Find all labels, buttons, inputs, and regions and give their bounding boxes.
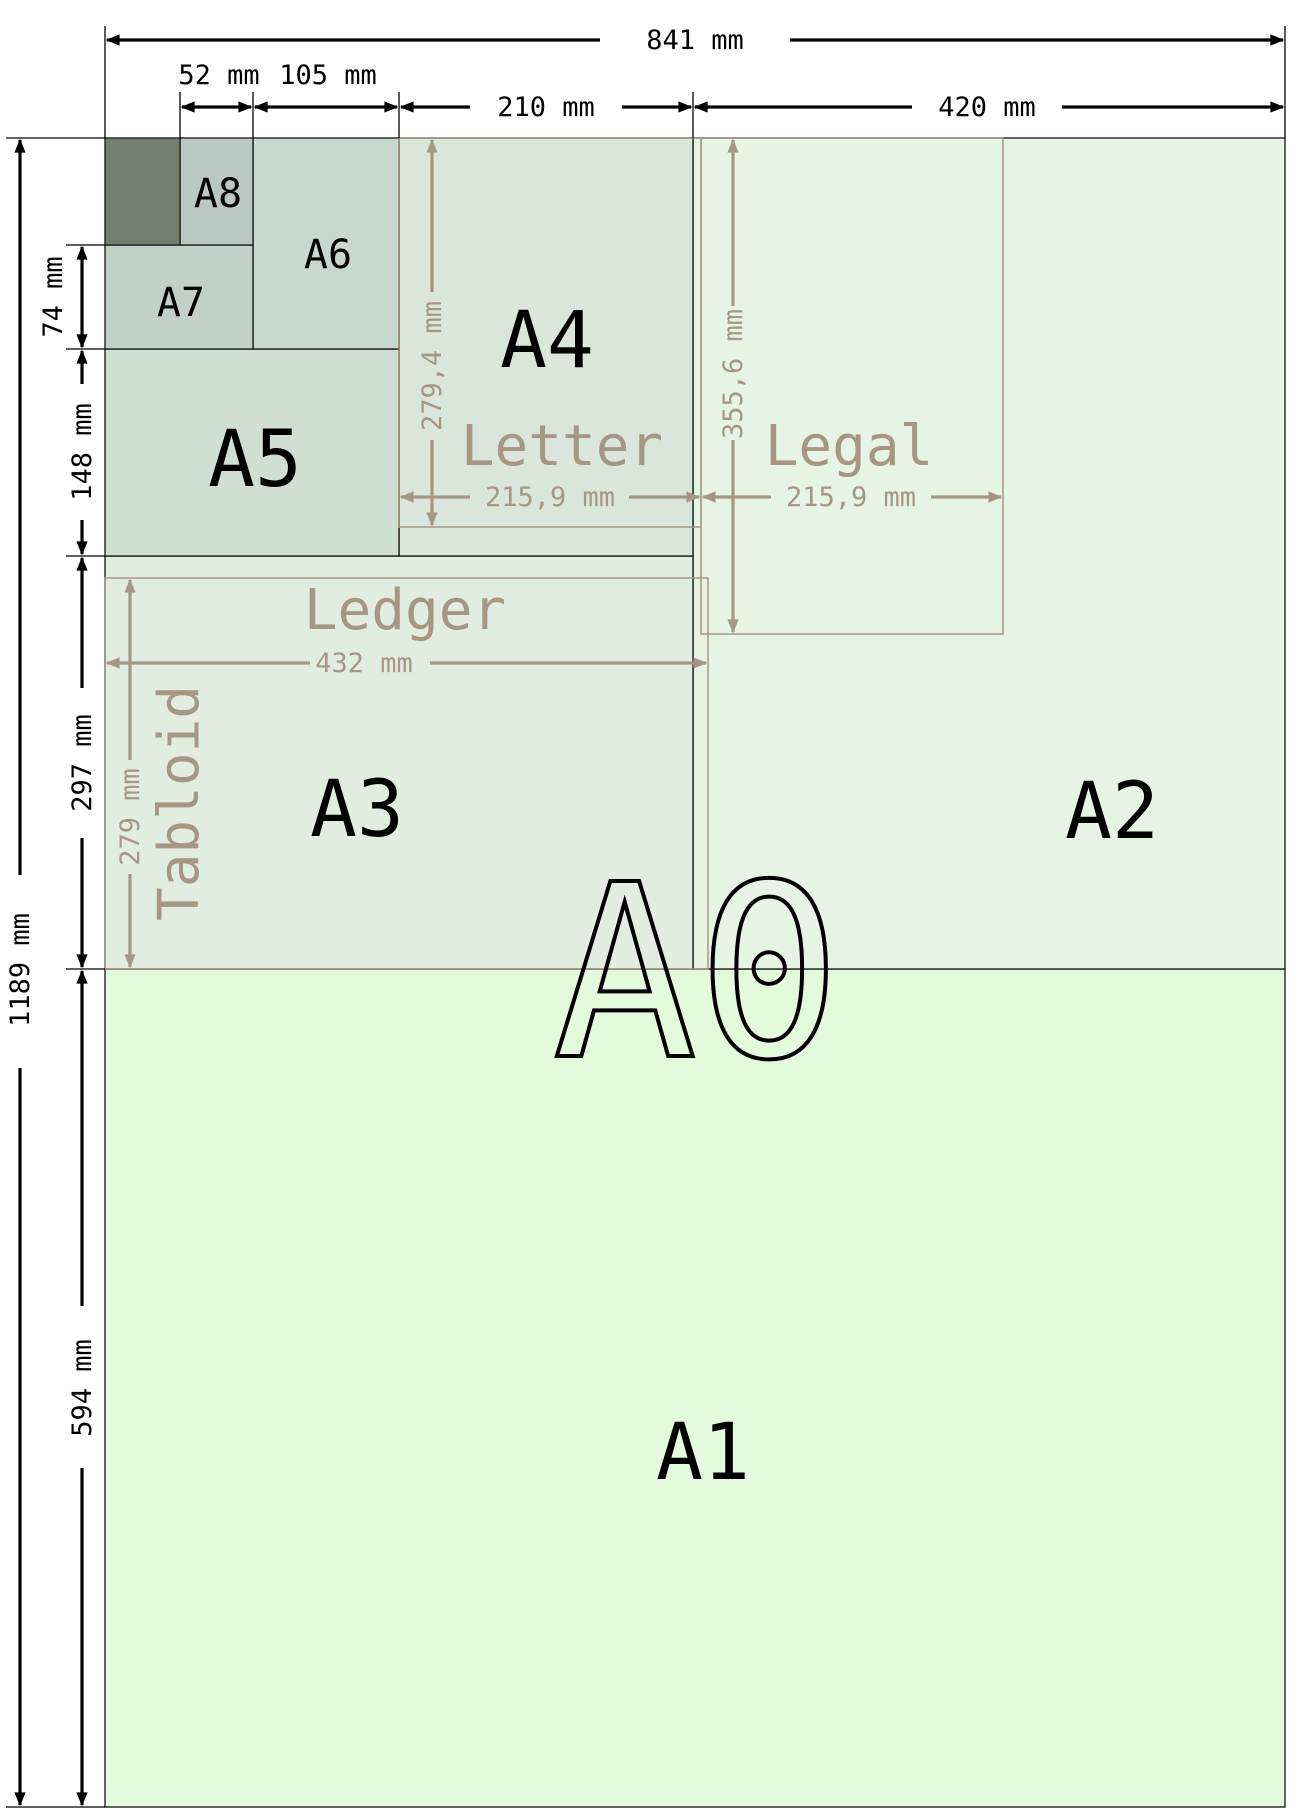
a4-label: A4 — [500, 296, 594, 386]
height-594-text: 594 mm — [67, 1339, 98, 1437]
ledger-label: Ledger — [304, 578, 506, 643]
legal-width-text: 215,9 mm — [786, 482, 916, 513]
letter-label: Letter — [461, 414, 663, 479]
a6-label: A6 — [304, 232, 352, 278]
a2-sheet — [692, 137, 1286, 970]
legal-label: Legal — [765, 414, 934, 479]
a1-sheet — [104, 968, 1286, 1808]
height-74-text: 74 mm — [38, 256, 69, 337]
height-297-text: 297 mm — [67, 714, 98, 812]
width-841-text: 841 mm — [646, 25, 744, 56]
a8-label: A8 — [194, 171, 242, 217]
a5-label: A5 — [208, 415, 302, 505]
ledger-tabloid-outline — [104, 577, 709, 970]
tabloid-label: Tabloid — [147, 685, 212, 921]
a9-sheet — [104, 137, 181, 246]
height-1189-text: 1189 mm — [5, 913, 36, 1027]
width-420-text: 420 mm — [938, 92, 1036, 123]
letter-height-text: 279,4 mm — [417, 301, 448, 431]
ledger-width-text: 432 mm — [315, 648, 413, 679]
width-52-text: 52 mm — [178, 60, 259, 91]
a7-sheet — [104, 244, 254, 350]
a7-label: A7 — [157, 280, 205, 326]
a6-sheet — [252, 137, 400, 350]
width-105-text: 105 mm — [279, 60, 377, 91]
a1-label: A1 — [656, 1408, 750, 1498]
a0-label: A0 — [553, 833, 842, 1113]
legal-height-text: 355,6 mm — [718, 309, 749, 439]
a3-label: A3 — [310, 765, 404, 855]
height-148-text: 148 mm — [67, 403, 98, 501]
tabloid-height-text: 279 mm — [115, 768, 146, 866]
a2-label: A2 — [1065, 767, 1159, 857]
a4-sheet — [398, 137, 694, 557]
legal-outline — [700, 137, 1004, 635]
width-210-text: 210 mm — [497, 92, 595, 123]
letter-width-text: 215,9 mm — [485, 482, 615, 513]
a5-sheet — [104, 348, 400, 557]
